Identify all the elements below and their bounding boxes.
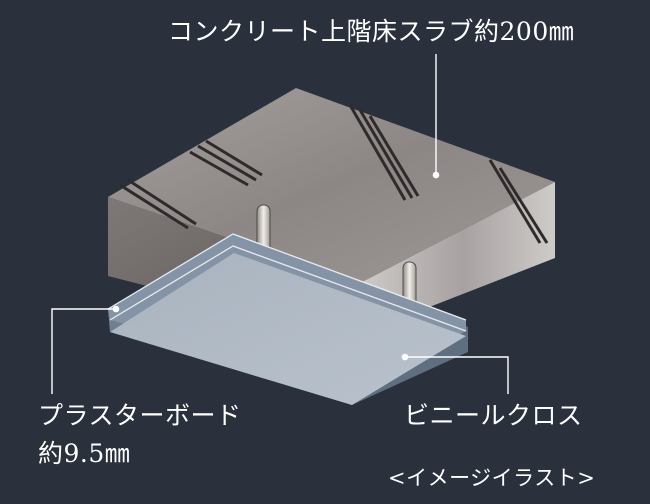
- board-leader-dot: [112, 305, 120, 313]
- plasterboard-panel: [107, 233, 468, 405]
- board-edge-highlights: [107, 233, 467, 332]
- plasterboard-label: プラスターボード: [38, 401, 242, 430]
- slab-stripe-marks: [119, 104, 549, 244]
- vinyl-cloth-label: ビニールクロス: [404, 401, 583, 430]
- slab-label: コンクリート上階床スラブ約200㎜: [168, 17, 575, 46]
- image-caption: <イメージイラスト>: [388, 466, 596, 490]
- slab-leader-dot: [432, 171, 440, 179]
- board-bottom-face: [110, 253, 466, 405]
- plasterboard-thickness-label: 約9.5㎜: [38, 439, 131, 468]
- cloth-leader-line: [405, 356, 509, 394]
- slab-top-face: [108, 88, 555, 283]
- board-leader-line: [51, 308, 116, 394]
- cloth-leader-dot: [401, 353, 409, 361]
- leader-lines: [51, 54, 509, 394]
